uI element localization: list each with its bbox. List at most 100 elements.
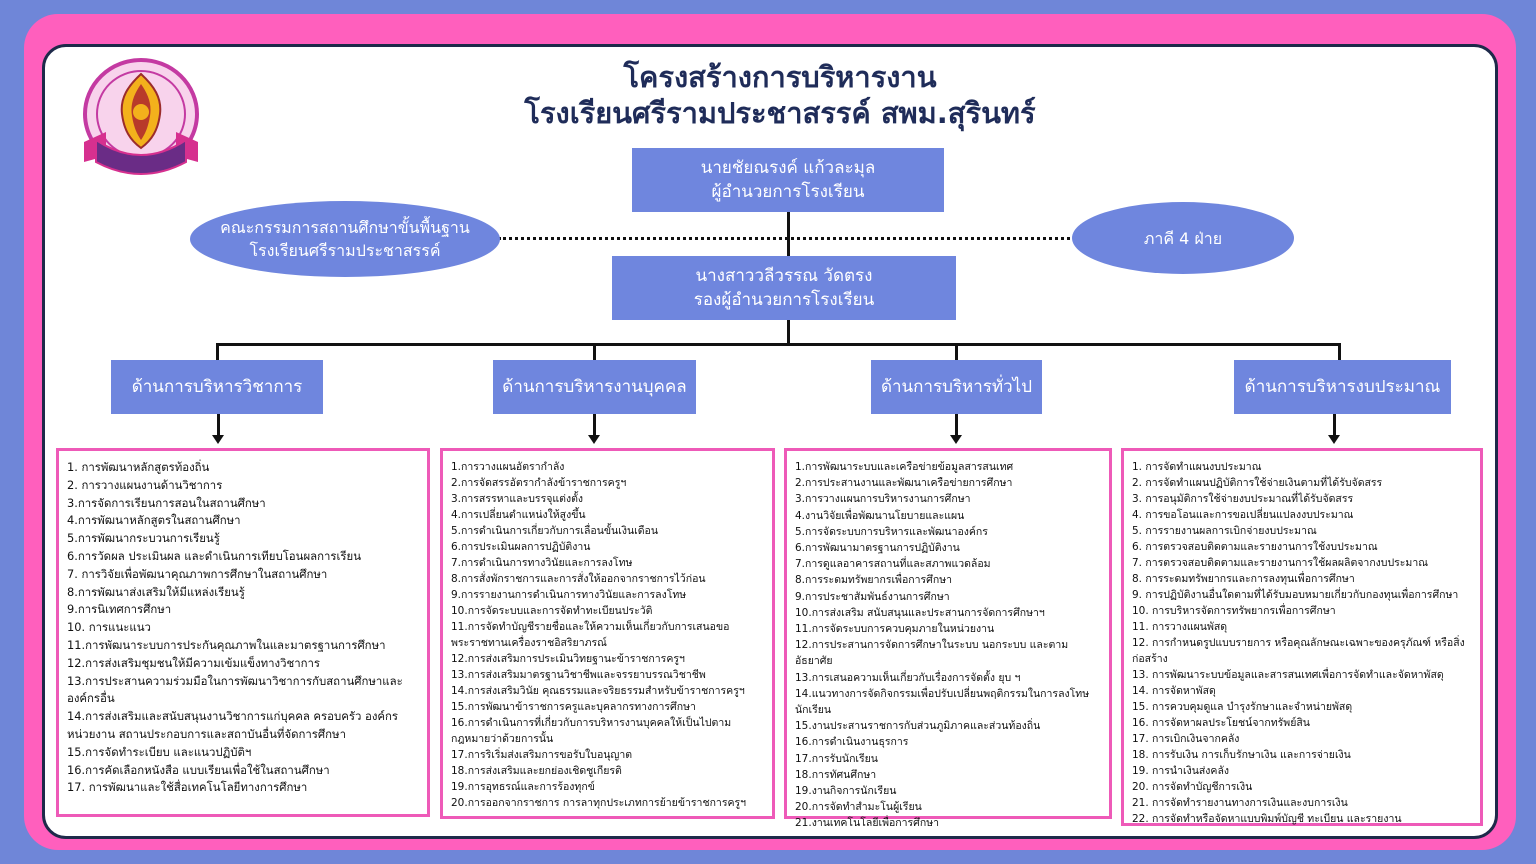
list-item: 13.การเสนอความเห็นเกี่ยวกับเรื่องการจัดต… [795, 671, 1021, 684]
list-item: 3.การจัดการเรียนการสอนในสถานศึกษา [67, 495, 266, 510]
director-name: นายชัยณรงค์ แก้วละมุล [700, 158, 876, 178]
department-budget-label: ด้านการบริหารงบประมาณ [1244, 377, 1441, 397]
list-item: 1.การพัฒนาระบบและเครือข่ายข้อมูลสารสนเทศ [795, 461, 1014, 473]
list-item: 16.การดำเนินงานธุรการ [795, 736, 909, 749]
list-item: 21.งานเทคโนโลยีเพื่อการศึกษา [795, 817, 940, 830]
list-item: 2. การวางแผนงานด้านวิชาการ [67, 477, 223, 492]
list-item: 5. การรายงานผลการเบิกจ่ายงบประมาณ [1132, 525, 1317, 537]
deputy-trunk-connector [787, 320, 790, 345]
list-item: 2. การจัดทำแผนปฏิบัติการใช้จ่ายเงินตามที… [1132, 477, 1383, 489]
school-board-ellipse: คณะกรรมการสถานศึกษาขั้นพื้นฐาน โรงเรียนศ… [190, 201, 500, 277]
list-item: 4.งานวิจัยเพื่อพัฒนานโยบายและแผน [795, 509, 965, 522]
list-item: 10. การแนะแนว [67, 620, 151, 635]
partners-ellipse: ภาคี 4 ฝ่าย [1072, 202, 1294, 274]
list-item: 17. การเบิกเงินจากคลัง [1132, 733, 1240, 745]
partners-label: ภาคี 4 ฝ่าย [1143, 228, 1223, 248]
list-item: 13. การพัฒนาระบบข้อมูลและสารสนเทศเพื่อกา… [1132, 669, 1444, 681]
director-position: ผู้อำนวยการโรงเรียน [711, 182, 865, 202]
down-arrow-icon [588, 435, 600, 444]
list-item: 3. การอนุมัติการใช้จ่ายงบประมาณที่ได้รับ… [1132, 493, 1354, 505]
list-item: 17. การพัฒนาและใช้สื่อเทคโนโลยีทางการศึก… [67, 780, 308, 795]
page-subtitle: โรงเรียนศรีรามประชาสรรค์ สพม.สุรินทร์ [524, 96, 1036, 130]
list-item: 18.การทัศนศึกษา [795, 768, 877, 781]
list-item: 13.การประสานความร่วมมือในการพัฒนาวิชาการ… [67, 673, 403, 706]
list-item: 6.การพัฒนามาตรฐานการปฏิบัติงาน [795, 542, 960, 555]
list-item: 7. การตรวจสอบติดตามและรายงานการใช้ผลผลิต… [1132, 557, 1428, 569]
list-item: 9.การรายงานการดำเนินการทางวินัยและการลงโ… [451, 589, 687, 601]
director-box: นายชัยณรงค์ แก้วละมุล ผู้อำนวยการโรงเรีย… [632, 148, 944, 212]
list-item: 14.การส่งเสริมวินัย คุณธรรมและจริยธรรมสำ… [451, 685, 745, 697]
list-item: 16.การคัดเลือกหนังสือ แบบเรียนเพื่อใช้ใน… [67, 762, 330, 777]
list-item: 19. การนำเงินส่งคลัง [1132, 765, 1230, 777]
list-item: 11.การพัฒนาระบบการประกันคุณภาพในและมาตรฐ… [67, 637, 386, 652]
department-general-label: ด้านการบริหารทั่วไป [880, 377, 1033, 397]
deputy-name: นางสาววลีวรรณ วัดตรง [695, 266, 873, 286]
list-item: 11.การจัดระบบการควบคุมภายในหน่วยงาน [795, 623, 995, 636]
list-item: 7. การวิจัยเพื่อพัฒนาคุณภาพการศึกษาในสถา… [67, 566, 328, 581]
list-item: 18. การรับเงิน การเก็บรักษาเงิน และการจ่… [1132, 749, 1351, 761]
list-item: 17.การรับนักเรียน [795, 752, 878, 765]
list-item: 1. การจัดทำแผนงบประมาณ [1132, 461, 1262, 473]
deputy-box: นางสาววลีวรรณ วัดตรง รองผู้อำนวยการโรงเร… [612, 256, 956, 320]
list-item: 4. การขอโอนและการขอเปลี่ยนแปลงงบประมาณ [1132, 509, 1354, 521]
list-item: 11.การจัดทำบัญชีรายชื่อและให้ความเห็นเกี… [451, 621, 730, 649]
list-item: 19.การอุทธรณ์และการร้องทุกข์ [451, 781, 595, 793]
department-budget-box: ด้านการบริหารงบประมาณ [1234, 360, 1451, 414]
down-arrow-icon [212, 435, 224, 444]
list-item: 4.การเปลี่ยนตำแหน่งให้สูงขึ้น [451, 509, 586, 521]
department-academic-box: ด้านการบริหารวิชาการ [111, 360, 323, 414]
page-title: โครงสร้างการบริหารงาน [623, 60, 937, 94]
department-academic-label: ด้านการบริหารวิชาการ [131, 377, 303, 397]
list-item: 5.การดำเนินการเกี่ยวกับการเลื่อนขั้นเงิน… [451, 525, 659, 537]
list-item: 3.การวางแผนการบริหารงานการศึกษา [795, 493, 971, 506]
list-item: 4.การพัฒนาหลักสูตรในสถานศึกษา [67, 513, 241, 528]
department-academic-list: 1. การพัฒนาหลักสูตรท้องถิ่น 2. การวางแผนง… [56, 448, 430, 817]
dept-1-drop [216, 343, 219, 367]
list-item: 15.การจัดทำระเบียบ และแนวปฏิบัติฯ [67, 744, 252, 759]
list-item: 9. การปฏิบัติงานอื่นใดตามที่ได้รับมอบหมา… [1132, 589, 1459, 601]
list-item: 7.การดูแลอาคารสถานที่และสภาพแวดล้อม [795, 558, 991, 571]
list-item: 12.การส่งเสริมการประเมินวิทยฐานะข้าราชกา… [451, 653, 685, 665]
board-partners-dotted-link [498, 237, 1076, 240]
list-item: 9.การประชาสัมพันธ์งานการศึกษา [795, 590, 950, 603]
list-item: 8.การสั่งพักราชการและการสั่งให้ออกจากราช… [451, 573, 706, 585]
list-item: 18.การส่งเสริมและยกย่องเชิดชูเกียรติ [451, 765, 622, 777]
list-item: 6.การประเมินผลการปฏิบัติงาน [451, 541, 591, 553]
director-deputy-connector [787, 212, 790, 258]
dept-3-arrow-stem [955, 414, 958, 438]
dept-3-drop [955, 343, 958, 367]
school-board-line2: โรงเรียนศรีรามประชาสรรค์ [249, 241, 441, 260]
list-item: 20.การออกจากราชการ การลาทุกประเภทการย้าย… [451, 797, 747, 809]
list-item: 8.การพัฒนาส่งเสริมให้มีแหล่งเรียนรู้ [67, 584, 245, 599]
list-item: 1.การวางแผนอัตรากำลัง [451, 461, 565, 473]
deputy-position: รองผู้อำนวยการโรงเรียน [693, 290, 875, 310]
list-item: 10.การส่งเสริม สนับสนุนและประสานการจัดกา… [795, 606, 1045, 619]
list-item: 6. การตรวจสอบติดตามและรายงานการใช้งบประม… [1132, 541, 1378, 553]
list-item: 19.งานกิจการนักเรียน [795, 785, 897, 798]
dept-2-arrow-stem [593, 414, 596, 438]
department-general-list: 1.การพัฒนาระบบและเครือข่ายข้อมูลสารสนเทศ… [784, 448, 1112, 829]
list-item: 12.การส่งเสริมชุมชนให้มีความเข้มแข็งทางว… [67, 655, 321, 670]
school-board-line1: คณะกรรมการสถานศึกษาขั้นพื้นฐาน [220, 218, 470, 237]
departments-horizontal-connector [216, 343, 1341, 346]
list-item: 2.การจัดสรรอัตรากำลังข้าราชการครูฯ [451, 477, 627, 489]
list-item: 20.การจัดทำสำมะโนผู้เรียน [795, 801, 922, 814]
list-item: 14.การส่งเสริมและสนับสนุนงานวิชาการแก่บุ… [67, 709, 399, 741]
department-budget-list: 1. การจัดทำแผนงบประมาณ 2. การจัดทำแผนปฏิบ… [1121, 448, 1483, 826]
department-personnel-box: ด้านการบริหารงานบุคคล [493, 360, 696, 414]
list-item: 13.การส่งเสริมมาตรฐานวิชาชีพและจรรยาบรรณ… [451, 669, 706, 681]
list-item: 14. การจัดหาพัสดุ [1132, 685, 1216, 697]
list-item: 1. การพัฒนาหลักสูตรท้องถิ่น [67, 460, 210, 474]
school-emblem-icon [83, 58, 199, 175]
department-personnel-list: 1.การวางแผนอัตรากำลัง 2.การจัดสรรอัตรากำล… [440, 448, 775, 819]
list-item: 9.การนิเทศการศึกษา [67, 602, 172, 617]
dept-4-drop [1338, 343, 1341, 367]
list-item: 17.การริเริ่มส่งเสริมการขอรับใบอนุญาต [451, 749, 633, 761]
list-item: 16. การจัดหาผลประโยชน์จากทรัพย์สิน [1132, 717, 1310, 729]
list-item: 22. การจัดทำหรือจัดหาแบบพิมพ์บัญชี ทะเบี… [1132, 813, 1402, 825]
list-item: 20. การจัดทำบัญชีการเงิน [1132, 781, 1253, 793]
list-item: 15. การควบคุมดูแล บำรุงรักษาและจำหน่ายพั… [1132, 701, 1353, 713]
list-item: 15.งานประสานราชการกับส่วนภูมิภาคและส่วนท… [795, 720, 1041, 733]
list-item: 15.การพัฒนาข้าราชการครูและบุคลากรทางการศ… [451, 701, 696, 713]
list-item: 10.การจัดระบบและการจัดทำทะเบียนประวัติ [451, 605, 653, 617]
